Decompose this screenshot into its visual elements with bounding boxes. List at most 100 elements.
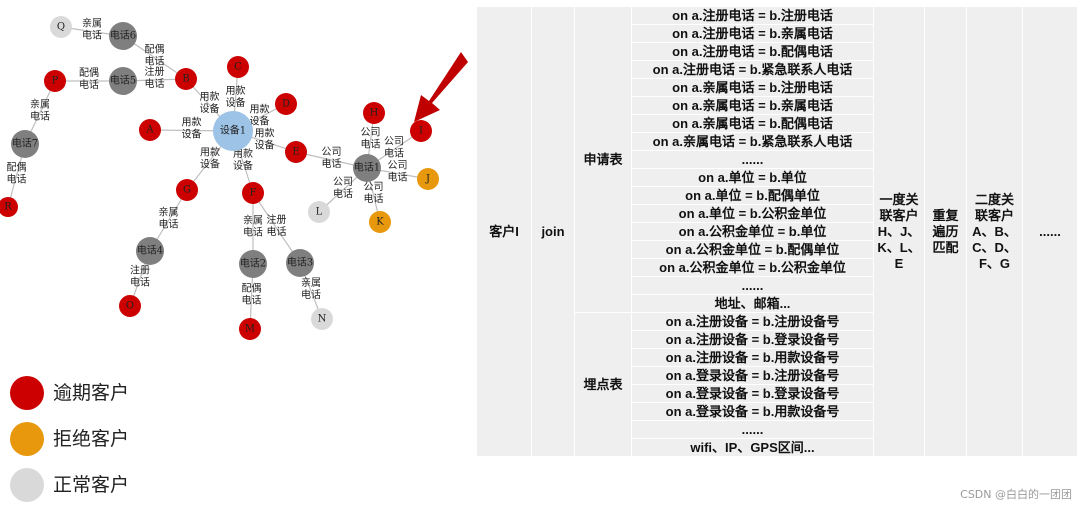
relationship-graph: 亲属电话配偶电话注册电话配偶电话亲属电话配偶电话用款设备用款设备用款设备用款设备…: [0, 16, 468, 502]
node-label: A: [145, 125, 154, 136]
watermark: CSDN @白白的一团团: [960, 488, 1072, 501]
edge-label: 注册电话: [130, 264, 150, 289]
edge-label: 公司电话: [361, 128, 381, 151]
join-rule: on a.公积金单位 = b.公积金单位: [631, 258, 874, 277]
second-degree-cell: 二度关联客户A、B、C、D、F、G: [966, 6, 1023, 457]
node-label: J: [425, 174, 430, 185]
join-rule: on a.公积金单位 = b.配偶单位: [631, 240, 874, 259]
edge-F-phone3: [252, 192, 301, 264]
legend-swatch: [10, 376, 44, 410]
node-label: 电话7: [12, 137, 38, 150]
node-label: 电话6: [110, 29, 136, 42]
join-rule: on a.注册电话 = b.紧急联系人电话: [631, 60, 874, 79]
node-label: R: [4, 202, 12, 213]
edge-label: 亲属电话: [82, 17, 102, 42]
node-circle: [275, 93, 297, 115]
node-label: Q: [57, 22, 65, 33]
node-Q: Q: [50, 16, 72, 38]
table-row: on a.亲属电话 = b.亲属电话: [477, 96, 1078, 115]
node-circle: [109, 22, 137, 50]
node-label: B: [182, 74, 189, 85]
node-K: K: [369, 211, 391, 233]
node-J: J: [417, 168, 439, 190]
join-rule: on a.注册电话 = b.亲属电话: [631, 24, 874, 43]
edge-label: 公司电话: [322, 147, 342, 170]
node-label: D: [282, 99, 290, 110]
node-C: C: [227, 56, 249, 78]
node-label: 电话3: [287, 256, 313, 269]
node-I: I: [410, 120, 432, 142]
node-circle: [227, 56, 249, 78]
table-row: ......: [477, 420, 1078, 439]
node-phone3: 电话3: [286, 249, 314, 277]
node-phone7: 电话7: [11, 130, 39, 158]
node-circle: [176, 179, 198, 201]
join-rule: on a.亲属电话 = b.亲属电话: [631, 96, 874, 115]
join-rule: on a.注册电话 = b.注册电话: [631, 6, 874, 25]
edge-label: 公司电话: [364, 182, 384, 205]
node-circle: [286, 249, 314, 277]
node-circle: [119, 295, 141, 317]
node-label: O: [126, 301, 134, 312]
node-label: N: [318, 314, 327, 325]
node-circle: [239, 250, 267, 278]
legend-item-normal: 正常客户: [10, 468, 129, 502]
node-circle: [44, 70, 66, 92]
edge-label: 公司电话: [384, 137, 404, 160]
table-row: on a.登录设备 = b.登录设备号: [477, 384, 1078, 403]
node-label: L: [316, 207, 323, 218]
table-row: on a.注册电话 = b.亲属电话: [477, 24, 1078, 43]
table-row: on a.单位 = b.公积金单位: [477, 204, 1078, 223]
edge-label: 亲属电话: [301, 276, 321, 301]
node-F: F: [242, 182, 264, 204]
node-phone6: 电话6: [109, 22, 137, 50]
node-label: 电话4: [137, 244, 163, 257]
node-circle: [213, 111, 253, 151]
node-phone4: 电话4: [136, 237, 164, 265]
edge-label: 配偶电话: [79, 66, 99, 91]
node-circle: [11, 130, 39, 158]
legend-swatch: [10, 422, 44, 456]
join-rule: on a.亲属电话 = b.配偶电话: [631, 114, 874, 133]
join-cell: join: [531, 6, 575, 457]
table-row: on a.单位 = b.单位: [477, 168, 1078, 187]
node-phone2: 电话2: [239, 250, 267, 278]
join-rule: on a.注册电话 = b.配偶电话: [631, 42, 874, 61]
edge-label: 用款设备: [200, 90, 220, 115]
node-label: C: [234, 62, 242, 73]
node-circle: [175, 68, 197, 90]
table-row: on a.单位 = b.配偶单位: [477, 186, 1078, 205]
edge-label: 用款设备: [255, 127, 275, 152]
join-rule: ......: [631, 150, 874, 169]
node-device1: 设备1: [213, 111, 253, 151]
legend-label: 拒绝客户: [53, 428, 129, 450]
join-rule: on a.登录设备 = b.注册设备号: [631, 366, 874, 385]
node-R: R: [0, 197, 18, 217]
repeat-match-cell: 重复遍历匹配: [924, 6, 967, 457]
node-P: P: [44, 70, 66, 92]
edge-label: 亲属电话: [159, 206, 179, 231]
node-circle: [136, 237, 164, 265]
node-D: D: [275, 93, 297, 115]
join-rule: ......: [631, 420, 874, 439]
node-circle: [109, 67, 137, 95]
application-table-cell: 申请表: [574, 6, 632, 313]
edge-label: 注册电话: [145, 65, 165, 90]
join-rule: wifi、IP、GPS区间...: [631, 438, 874, 457]
table-row: on a.注册设备 = b.用款设备号: [477, 348, 1078, 367]
node-label: I: [419, 126, 423, 137]
table-row: wifi、IP、GPS区间...: [477, 438, 1078, 457]
node-label: F: [250, 188, 257, 199]
join-rule: on a.亲属电话 = b.注册电话: [631, 78, 874, 97]
edge-label: 亲属电话: [30, 98, 50, 123]
tracking-table-cell: 埋点表: [574, 312, 632, 457]
node-phone5: 电话5: [109, 67, 137, 95]
first-degree-cell: 一度关联客户H、J、K、L、E: [873, 6, 925, 457]
node-circle: [311, 308, 333, 330]
node-circle: [0, 197, 18, 217]
edge-label: 配偶电话: [145, 43, 165, 68]
table-row: on a.登录设备 = b.用款设备号: [477, 402, 1078, 421]
